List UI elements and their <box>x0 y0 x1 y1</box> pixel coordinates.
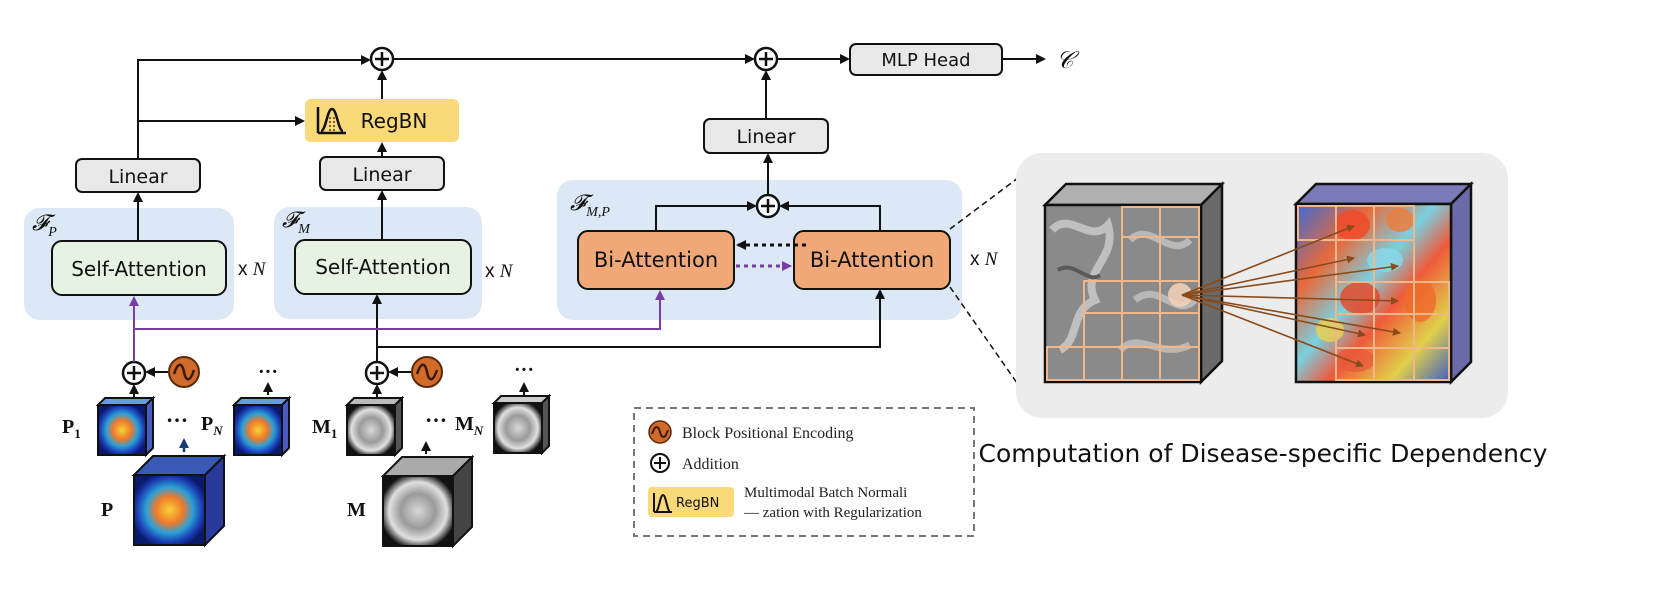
group-fm-label: 𝓕M <box>282 207 311 237</box>
mri-volume <box>380 454 475 549</box>
repeat-label-p: x N <box>238 259 267 280</box>
vdots-p: ··· <box>258 361 278 383</box>
regbn-box <box>305 99 459 142</box>
label-mn: MN <box>455 413 484 438</box>
addition-top-left-icon <box>369 46 395 72</box>
zoom-line-top <box>949 165 1035 230</box>
mri-grid-block <box>1041 180 1226 386</box>
bi-attention-right-box <box>793 230 951 290</box>
connections <box>129 54 1046 454</box>
linear-m-label: Linear <box>352 164 411 186</box>
zoom-line-bottom <box>949 286 1025 394</box>
regbn-icon <box>316 107 346 135</box>
pet-patch-1 <box>95 395 156 458</box>
label-p: P <box>101 499 113 521</box>
addition-top-right-icon <box>753 46 779 72</box>
legend-regbn-chip-label: RegBN <box>676 496 719 511</box>
mri-patch-1 <box>344 395 405 458</box>
ellipsis-p: … <box>166 402 188 427</box>
legend-regbn-desc-2: — zation with Regularization <box>743 505 922 521</box>
linear-p-label: Linear <box>108 166 167 188</box>
repeat-label-mp: x N <box>970 249 999 270</box>
label-p1: P1 <box>62 416 81 441</box>
bi-attention-right-label: Bi-Attention <box>810 248 934 272</box>
legend-addition-label: Addition <box>682 456 739 473</box>
legend-positional-label: Block Positional Encoding <box>682 425 854 442</box>
legend-regbn-desc-1: Multimodal Batch Normali <box>744 485 907 501</box>
heatmap-grid-block <box>1292 180 1475 386</box>
linear-mp-label: Linear <box>736 126 795 148</box>
addition-p-input-icon <box>121 360 147 386</box>
regbn-label: RegBN <box>361 109 428 133</box>
pet-volume <box>131 453 227 548</box>
panel-caption: Computation of Disease-specific Dependen… <box>979 439 1548 468</box>
legend-box <box>633 407 975 537</box>
label-m1: M1 <box>312 416 337 441</box>
repeat-label-m: x N <box>485 261 514 282</box>
positional-encoding-m-icon <box>411 356 443 388</box>
addition-bi-icon <box>755 193 781 219</box>
vdots-m: ··· <box>514 359 534 381</box>
ellipsis-m: … <box>425 402 447 427</box>
purple-connections <box>129 290 665 362</box>
legend-regbn-icon <box>653 493 672 513</box>
self-attention-m-label: Self-Attention <box>315 255 451 279</box>
dependency-arrows <box>1181 224 1401 368</box>
output-symbol: 𝒞 <box>1056 48 1080 74</box>
addition-m-input-icon <box>364 360 390 386</box>
label-pn: PN <box>201 413 223 438</box>
bi-attention-left-label: Bi-Attention <box>594 248 718 272</box>
self-attention-p-label: Self-Attention <box>71 257 207 281</box>
pet-patch-n <box>231 395 292 458</box>
label-m: M <box>347 499 366 521</box>
mlp-head-label: MLP Head <box>881 50 970 71</box>
legend-addition-icon <box>650 453 670 473</box>
positional-encoding-p-icon <box>168 356 200 388</box>
legend-positional-icon <box>648 420 672 444</box>
mri-patch-n <box>491 393 552 456</box>
